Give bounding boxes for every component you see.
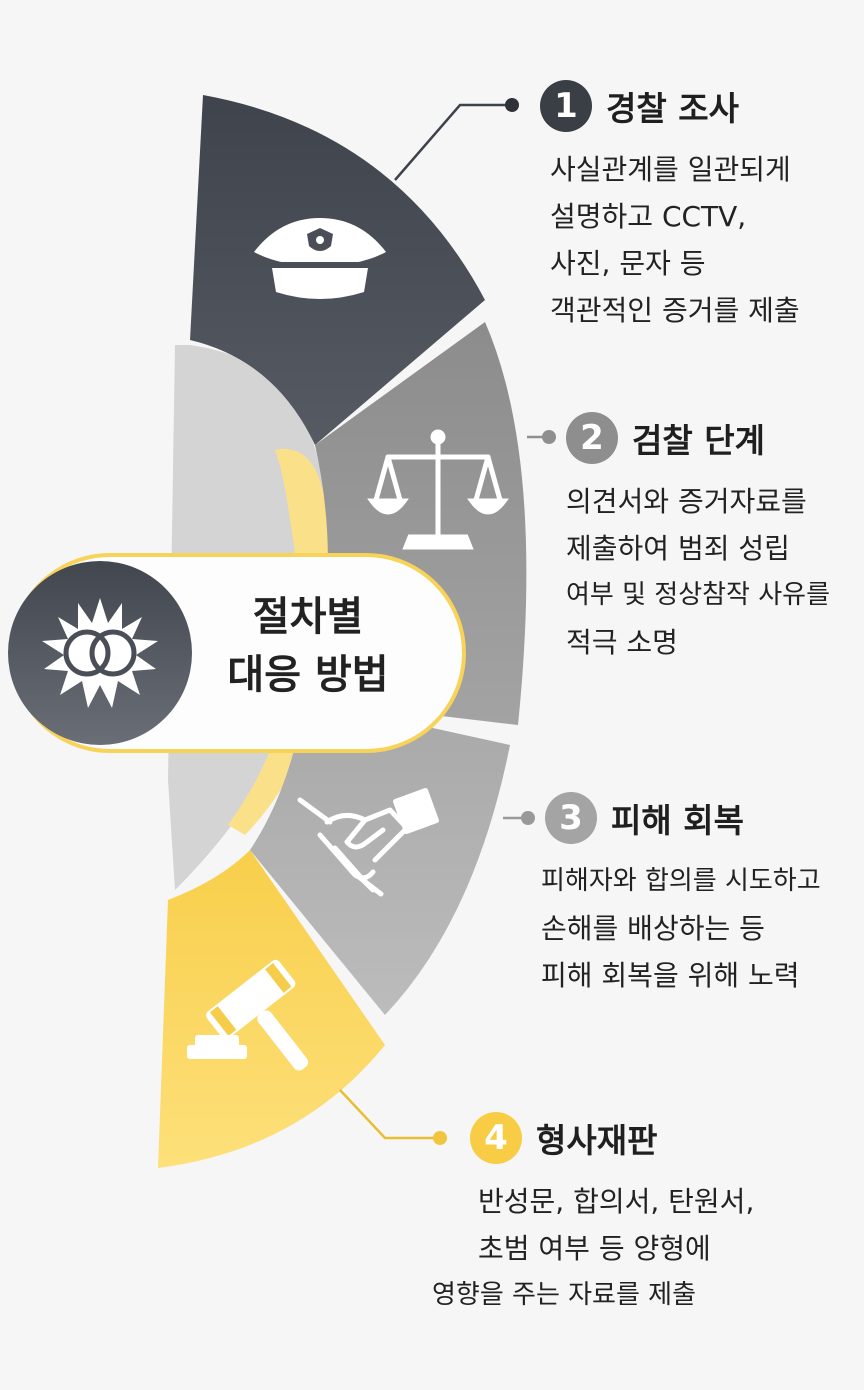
- connector-4-dot: [433, 1131, 447, 1145]
- connector-3-dot: [521, 811, 535, 825]
- step-1-line: 설명하고 CCTV,: [550, 200, 747, 233]
- step-4-description: 반성문, 합의서, 탄원서, 초범 여부 등 양형에 영향을 주는 자료를 제출: [432, 1178, 755, 1319]
- step-1: 1 경찰 조사 사실관계를 일관되게 설명하고 CCTV, 사진, 문자 등 객…: [540, 80, 800, 334]
- step-4: 4 형사재판 반성문, 합의서, 탄원서, 초범 여부 등 양형에 영향을 주는…: [432, 1112, 755, 1319]
- connector-1: [394, 103, 510, 181]
- step-4-header: 4 형사재판: [470, 1112, 754, 1164]
- step-1-description: 사실관계를 일관되게 설명하고 CCTV, 사진, 문자 등 객관적인 증거를 …: [550, 146, 800, 334]
- step-3-line: 피해자와 합의를 시도하고: [541, 866, 821, 896]
- step-2-description: 의견서와 증거자료를 제출하여 범죄 성립 여부 및 정상참작 사유를 적극 소…: [566, 478, 830, 666]
- burst-icon: [42, 598, 158, 708]
- center-title: 절차별 대응 방법: [178, 588, 438, 704]
- scales-icon: [367, 429, 509, 550]
- step-1-number: 1: [540, 80, 592, 132]
- step-4-line: 반성문, 합의서, 탄원서,: [478, 1185, 755, 1218]
- center-title-line1: 절차별: [252, 594, 364, 640]
- step-3-description: 피해자와 합의를 시도하고 손해를 배상하는 등 피해 회복을 위해 노력: [541, 858, 821, 999]
- step-2-number: 2: [566, 412, 618, 464]
- step-4-title: 형사재판: [536, 1121, 658, 1160]
- step-1-line: 객관적인 증거를 제출: [550, 294, 800, 327]
- center-title-line2: 대응 방법: [227, 652, 389, 698]
- step-4-line: 초범 여부 등 양형에: [478, 1232, 711, 1265]
- step-2: 2 검찰 단계 의견서와 증거자료를 제출하여 범죄 성립 여부 및 정상참작 …: [566, 412, 830, 666]
- connector-2-dot: [542, 430, 556, 444]
- step-2-header: 2 검찰 단계: [566, 412, 830, 464]
- step-3-line: 피해 회복을 위해 노력: [541, 959, 800, 992]
- step-4-number: 4: [470, 1112, 522, 1164]
- handshake-icon: [297, 787, 440, 897]
- step-1-line: 사실관계를 일관되게: [550, 153, 791, 186]
- step-3: 3 피해 회복 피해자와 합의를 시도하고 손해를 배상하는 등 피해 회복을 …: [541, 792, 821, 999]
- step-2-title: 검찰 단계: [632, 421, 765, 460]
- step-3-header: 3 피해 회복: [545, 792, 821, 844]
- gavel-icon: [187, 959, 309, 1071]
- step-2-line: 의견서와 증거자료를: [566, 485, 807, 518]
- police-cap-icon: [254, 218, 386, 299]
- step-4-line: 영향을 주는 자료를 제출: [432, 1280, 696, 1310]
- step-2-line: 적극 소명: [566, 626, 678, 659]
- step-3-line: 손해를 배상하는 등: [541, 912, 765, 945]
- step-1-line: 사진, 문자 등: [550, 247, 706, 280]
- connector-4: [339, 1089, 438, 1140]
- step-1-header: 1 경찰 조사: [540, 80, 800, 132]
- step-3-number: 3: [545, 792, 597, 844]
- step-3-title: 피해 회복: [611, 801, 744, 840]
- step-1-title: 경찰 조사: [606, 89, 739, 128]
- step-2-line: 제출하여 범죄 성립: [566, 532, 790, 565]
- step-2-line: 여부 및 정상참작 사유를: [566, 580, 830, 610]
- connector-1-dot: [505, 98, 519, 112]
- segment-4: [158, 850, 385, 1168]
